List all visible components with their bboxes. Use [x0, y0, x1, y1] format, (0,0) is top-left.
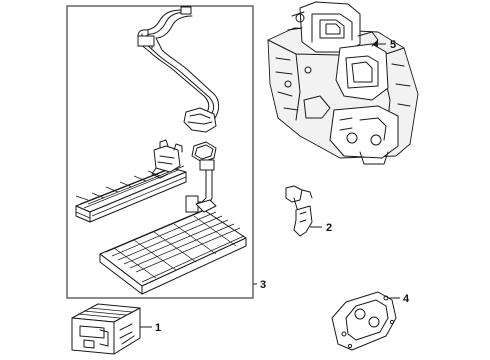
callout-3: 3	[253, 279, 266, 291]
drive-unit	[267, 1, 419, 165]
callout-2: 2	[310, 222, 332, 234]
callout-label-1: 1	[155, 322, 161, 334]
callout-label-4: 4	[403, 293, 410, 305]
coolant-hose-assembly	[137, 6, 220, 133]
assembly-frame	[66, 5, 254, 299]
callout-4: 4	[388, 293, 410, 305]
callout-1: 1	[140, 322, 161, 334]
callout-label-3: 3	[260, 279, 266, 291]
upper-cooling-plate	[75, 139, 187, 223]
callout-label-5: 5	[390, 39, 396, 51]
callout-label-2: 2	[326, 222, 332, 234]
sensor-bracket	[285, 185, 313, 237]
seal-ring	[191, 141, 217, 163]
leader-arrow-5	[372, 41, 378, 47]
battery-module	[71, 303, 141, 355]
mounting-gasket	[331, 291, 397, 351]
lower-cooling-plate	[99, 199, 247, 295]
callout-5: 5	[372, 39, 396, 51]
